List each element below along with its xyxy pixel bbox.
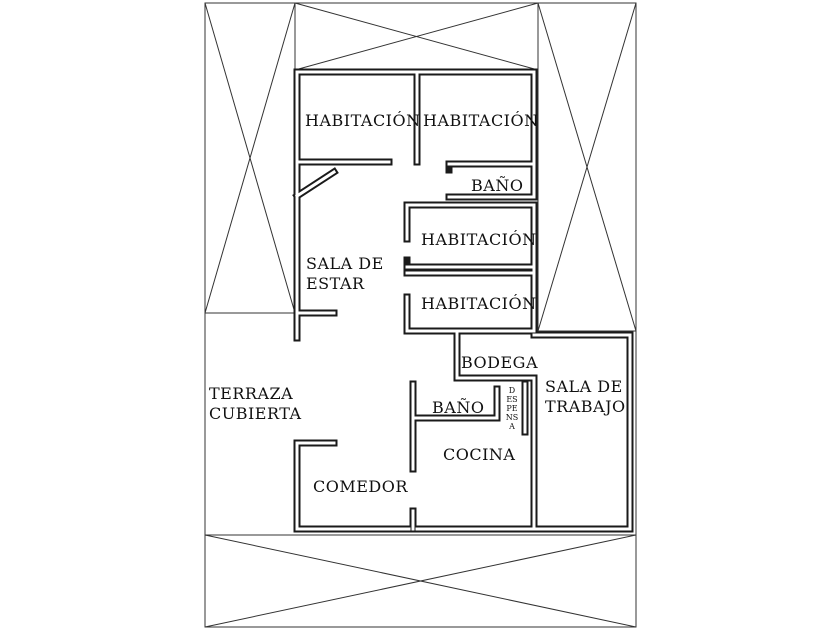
despensa-part-3: PE	[506, 404, 518, 413]
sala-trabajo-line-1: SALA DE	[545, 377, 623, 396]
void-bottom-diag-2	[204, 534, 637, 628]
wall-bodega-core	[455, 329, 536, 380]
room-label-comedor: COMEDOR	[313, 477, 408, 496]
room-label-cocina: COCINA	[443, 445, 516, 464]
wall-comedor-core	[295, 441, 411, 531]
void-right-diag-2	[537, 2, 637, 332]
room-label-terraza: TERRAZA CUBIERTA	[209, 384, 302, 424]
sala-estar-line-1: SALA DE	[306, 254, 384, 273]
void-top-diag-2	[294, 2, 539, 71]
room-label-bodega: BODEGA	[461, 353, 539, 372]
room-label-habitacion-3: HABITACIÓN	[421, 230, 537, 249]
terraza-line-2: CUBIERTA	[209, 404, 302, 423]
walls	[292, 68, 634, 533]
despensa-part-5: A	[509, 422, 515, 431]
void-areas	[204, 2, 637, 628]
room-label-sala-trabajo: SALA DE TRABAJO	[545, 377, 626, 417]
wall-sala-trabajo-core	[532, 333, 632, 531]
sala-estar-line-2: ESTAR	[306, 274, 365, 293]
room-label-habitacion-1: HABITACIÓN	[305, 111, 421, 130]
wall-sala-trabajo	[530, 331, 634, 533]
room-label-despensa: D ES PE NS A	[505, 386, 519, 431]
walls-inner	[294, 70, 632, 531]
void-left-diag-2	[204, 2, 296, 314]
wall-diagonal-core	[294, 169, 337, 199]
room-label-habitacion-4: HABITACIÓN	[421, 294, 537, 313]
void-bottom	[204, 534, 637, 628]
despensa-part-4: NS	[505, 413, 519, 422]
room-label-habitacion-2: HABITACIÓN	[423, 111, 539, 130]
room-label-bano-1: BAÑO	[471, 176, 524, 195]
room-label-bano-2: BAÑO	[432, 398, 485, 417]
wall-bano2-core	[411, 387, 499, 420]
despensa-part-1: D	[508, 386, 516, 395]
room-label-sala-estar: SALA DE ESTAR	[306, 254, 384, 294]
terraza-line-1: TERRAZA	[209, 384, 294, 403]
sala-trabajo-line-2: TRABAJO	[545, 397, 626, 416]
despensa-part-2: ES	[506, 395, 518, 404]
